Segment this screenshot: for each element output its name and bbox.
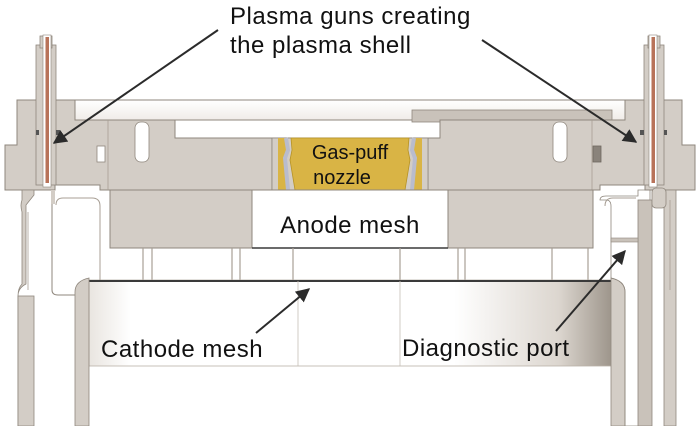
cathode-mesh-label: Cathode mesh [101, 336, 263, 363]
plasma-gun-left [35, 34, 60, 188]
labels: Plasma guns creating the plasma shell Ca… [101, 3, 570, 363]
anode-mesh [251, 189, 449, 249]
diagnostic-port-label: Diagnostic port [402, 335, 570, 362]
arrow-diagnostic-port [555, 249, 626, 332]
gas-puff-label-line2: nozzle [313, 167, 371, 189]
bolt-hole-left [134, 121, 150, 163]
flange-body-left [4, 99, 273, 191]
flange-body-right [427, 99, 696, 191]
support-posts [142, 248, 589, 280]
plasma-gun-right [640, 34, 667, 188]
arrow-plasma-gun-left [52, 29, 219, 144]
cathode-cylinder [74, 277, 626, 426]
plasma-guns-label-line2: the plasma shell [230, 32, 411, 59]
annotation-arrows [52, 29, 638, 334]
anode-mesh-label: Anode mesh [280, 212, 420, 239]
gas-puff-nozzle: Gas-puff nozzle [271, 137, 429, 191]
gas-puff-label-line1: Gas-puff [312, 142, 389, 164]
diagnostic-port [599, 187, 677, 426]
anode-assembly: Anode mesh [109, 189, 594, 249]
bolt-hole-right [552, 121, 568, 163]
arrow-plasma-gun-right [481, 39, 638, 143]
arrow-cathode-mesh [255, 288, 311, 334]
side-wall-left [17, 189, 101, 426]
plasma-guns-label-line1: Plasma guns creating [230, 3, 471, 30]
